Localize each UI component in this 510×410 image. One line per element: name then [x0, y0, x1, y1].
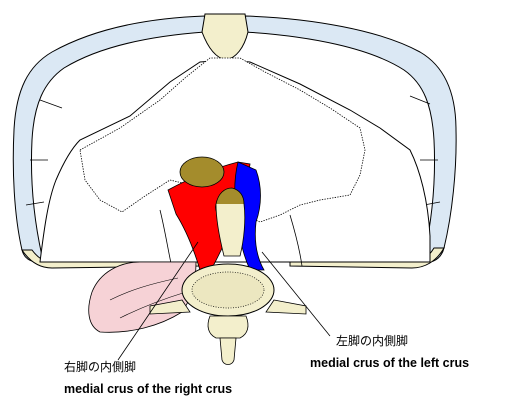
pointer-right-crus [117, 241, 199, 361]
psoas-muscle [88, 261, 197, 333]
esophagus [179, 156, 225, 188]
pointer-left-crus [261, 251, 331, 337]
right-crus-label-jp: 右脚の内側脚 [64, 360, 137, 374]
vertebra [149, 263, 307, 365]
xiphoid-process [201, 13, 249, 61]
diaphragm-outline [39, 57, 431, 269]
left-crus-label-jp: 左脚の内側脚 [336, 334, 409, 348]
left-crus-label-en: medial crus of the left crus [310, 356, 470, 370]
right-crus-label-en: medial crus of the right crus [64, 382, 233, 396]
aorta [215, 187, 246, 257]
